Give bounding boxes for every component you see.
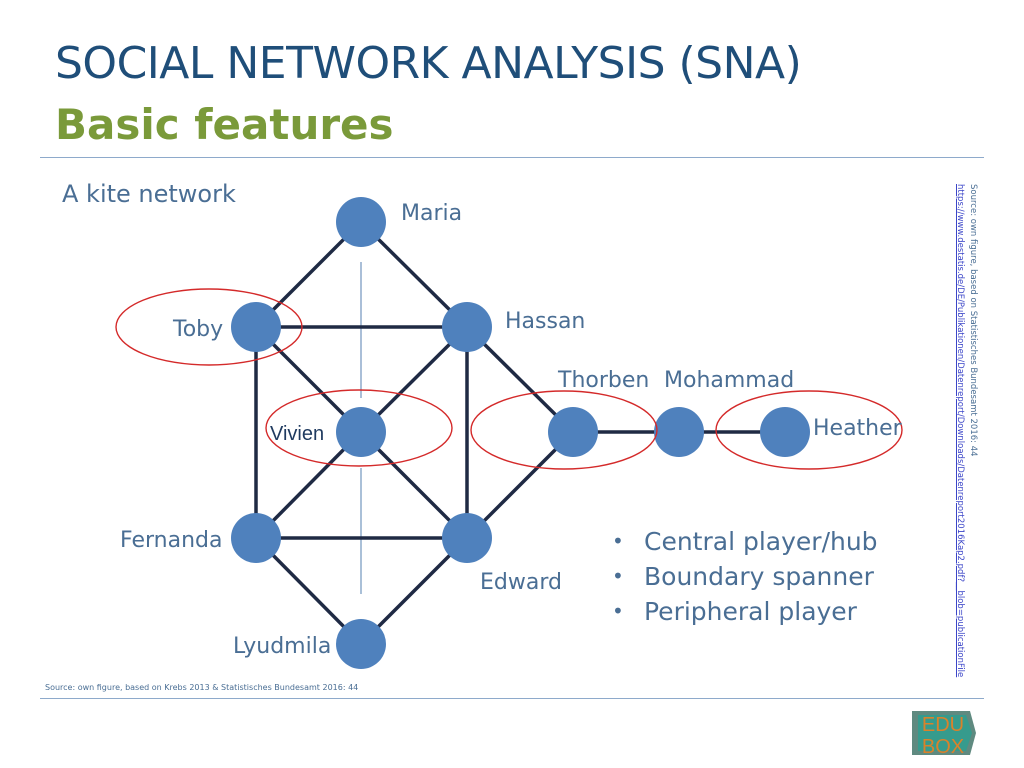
highlight-ellipse-thorben [470, 390, 658, 470]
role-legend: Central player/hub Boundary spanner Peri… [612, 524, 878, 629]
node-label-mohammad: Mohammad [664, 368, 794, 393]
diagram-label: A kite network [62, 180, 236, 208]
highlight-ellipse-heather [715, 390, 903, 470]
node-toby [231, 302, 281, 352]
footer-divider [40, 698, 984, 699]
node-maria [336, 197, 386, 247]
legend-item-central: Central player/hub [612, 524, 878, 559]
highlight-ellipse-toby [115, 288, 303, 366]
node-label-lyudmila: Lyudmila [233, 634, 331, 659]
edubox-logo: EDU BOX [912, 711, 976, 757]
page-subtitle: Basic features [55, 100, 394, 149]
side-source-note: Source: own figure, based on Statistisch… [953, 184, 979, 677]
node-label-toby: Toby [172, 317, 223, 342]
side-source-text: Source: own figure, based on Statistisch… [968, 184, 978, 457]
node-label-vivien: Vivien [270, 423, 324, 445]
header-divider [40, 157, 984, 158]
node-mohammad [654, 407, 704, 457]
node-label-thorben: Thorben [557, 368, 649, 393]
source-note: Source: own figure, based on Krebs 2013 … [45, 683, 359, 692]
node-thorben [548, 407, 598, 457]
node-heather [760, 407, 810, 457]
node-vivien [336, 407, 386, 457]
node-label-heather: Heather [813, 416, 903, 441]
node-hassan [442, 302, 492, 352]
page-title: SOCIAL NETWORK ANALYSIS (SNA) [55, 38, 802, 89]
node-label-fernanda: Fernanda [120, 528, 222, 553]
node-lyudmila [336, 619, 386, 669]
logo-text-box: BOX [922, 736, 964, 757]
legend-item-peripheral: Peripheral player [612, 594, 878, 629]
logo-text-edu: EDU [922, 714, 964, 736]
node-fernanda [231, 513, 281, 563]
node-label-edward: Edward [480, 570, 562, 595]
legend-item-boundary: Boundary spanner [612, 559, 878, 594]
logo-shape-front [918, 715, 972, 751]
highlight-ellipse-vivien [265, 389, 453, 467]
node-label-maria: Maria [401, 201, 462, 226]
side-source-link[interactable]: https://www.destatis.de/DE/Publikationen… [955, 184, 965, 678]
node-label-hassan: Hassan [505, 309, 585, 334]
node-edward [442, 513, 492, 563]
